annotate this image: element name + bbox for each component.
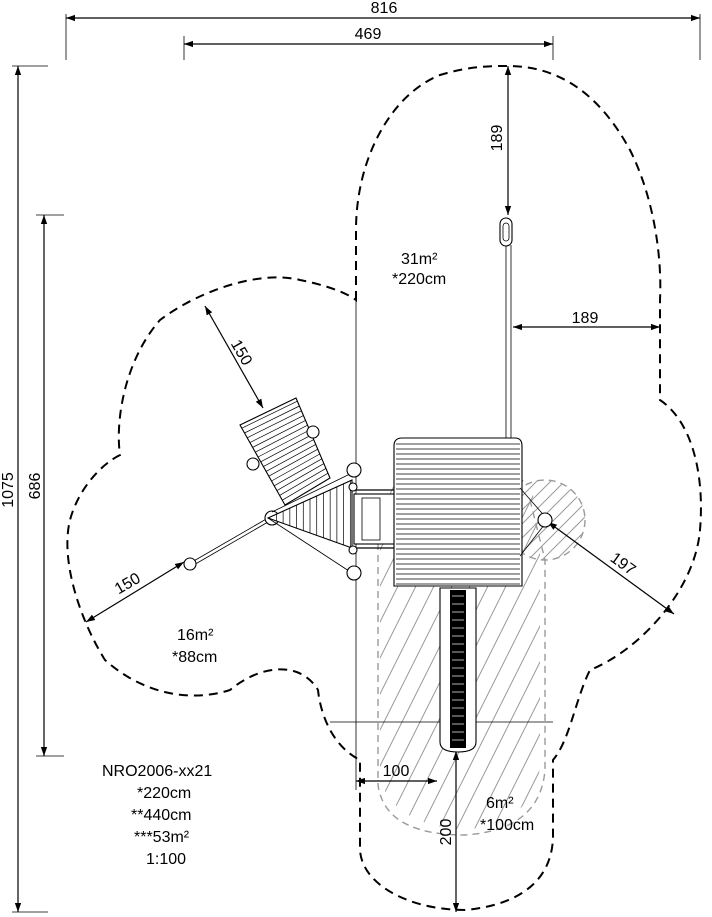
- dimension-right-arm: 197: [547, 521, 675, 615]
- zone-top-area: 31m²: [401, 251, 438, 268]
- dimension-inner-height: 686: [27, 214, 64, 757]
- dimension-label-189-horizontal: 189: [572, 310, 599, 327]
- platform-slats: [396, 443, 520, 585]
- dimension-overall-width: 816: [65, 0, 701, 60]
- dimension-label-686: 686: [27, 473, 44, 500]
- legend-code: NRO2006-xx21: [102, 763, 212, 780]
- ramp-slat: [244, 405, 300, 434]
- ramp-slats: [241, 400, 329, 501]
- legend-scale: 1:100: [146, 851, 186, 868]
- dimension-label-150-lower: 150: [112, 570, 144, 598]
- hatch-line: [499, 480, 540, 830]
- dimension-slide-offset: 100: [330, 300, 553, 790]
- hatch-line: [626, 450, 712, 850]
- ramp-slat: [282, 472, 329, 501]
- dimension-label-100: 100: [383, 763, 410, 780]
- ramp-slat: [260, 434, 312, 463]
- legend-block: NRO2006-xx21 *220cm **440cm ***53m² 1:10…: [102, 763, 212, 868]
- ramp-slat: [276, 463, 325, 491]
- ramp-slat: [271, 453, 320, 482]
- hatch-line: [409, 480, 540, 830]
- slide-track: [452, 595, 464, 741]
- zone-slide-height: *100cm: [480, 817, 534, 834]
- hatch-line: [505, 480, 577, 560]
- triangle-net-panel: [266, 462, 362, 581]
- zone-left-area: 16m²: [177, 627, 214, 644]
- ramp-slat: [257, 429, 310, 458]
- dimension-label-816: 816: [371, 0, 398, 17]
- dimension-ramp-offset: 150: [204, 305, 264, 409]
- hatch-line: [481, 480, 540, 830]
- ramp-slat: [268, 448, 318, 477]
- rope-arm-left: [183, 517, 269, 571]
- hatch-line: [427, 480, 540, 830]
- slide: [439, 587, 477, 753]
- hatch-line: [445, 480, 540, 830]
- dimension-label-200: 200: [438, 819, 455, 846]
- ramp-slat: [249, 415, 304, 443]
- connecting-bridge: [348, 482, 397, 555]
- dimension-label-189-vertical: 189: [489, 125, 506, 152]
- hatch-line: [517, 480, 585, 560]
- ramp-slat: [241, 400, 298, 429]
- dimension-swing-right: 189: [513, 310, 660, 331]
- ramp-slat: [247, 410, 302, 439]
- hatch-line: [559, 480, 585, 560]
- ramp-slat: [274, 458, 323, 487]
- dimension-overall-height: 1075: [0, 65, 48, 913]
- hatch-line: [463, 480, 540, 830]
- ramp-slat: [279, 468, 327, 496]
- ramp-slat: [255, 424, 308, 453]
- hatch-line: [572, 450, 712, 850]
- hatch-line: [505, 480, 549, 560]
- hatch-line: [680, 450, 712, 850]
- hatch-line: [517, 480, 540, 830]
- hatch-line: [0, 450, 160, 850]
- legend-line-3: ***53m²: [134, 829, 190, 846]
- triangle-slats: [276, 480, 351, 548]
- main-tower-platform: [393, 437, 553, 587]
- zone-left-height: *88cm: [172, 649, 217, 666]
- dimension-slide-run: 200: [438, 751, 460, 912]
- dimension-label-1075: 1075: [0, 472, 17, 508]
- zone-slide-area: 6m²: [486, 795, 514, 812]
- zone-label-slide: 6m² *100cm: [480, 795, 534, 834]
- dimension-label-469: 469: [355, 26, 382, 43]
- hatch-line: [588, 470, 688, 570]
- dimension-inner-width: 469: [183, 26, 554, 60]
- ramp-slat: [265, 444, 316, 472]
- safety-zone-outline: [66, 64, 702, 912]
- legend-line-2: **440cm: [131, 807, 191, 824]
- ramp-slat: [263, 439, 314, 467]
- legend-line-1: *220cm: [137, 785, 191, 802]
- zone-label-top: 31m² *220cm: [392, 251, 446, 288]
- swing-seat: [499, 217, 513, 440]
- zone-label-left: 16m² *88cm: [172, 627, 217, 666]
- ramp-slat: [252, 420, 306, 448]
- zone-top-height: *220cm: [392, 271, 446, 288]
- hatch-line: [590, 450, 712, 850]
- dimension-left-arm: 150: [85, 561, 185, 623]
- hatch-line: [662, 450, 712, 850]
- dimension-label-197: 197: [607, 550, 639, 580]
- dimension-swing-top: 189: [489, 66, 512, 215]
